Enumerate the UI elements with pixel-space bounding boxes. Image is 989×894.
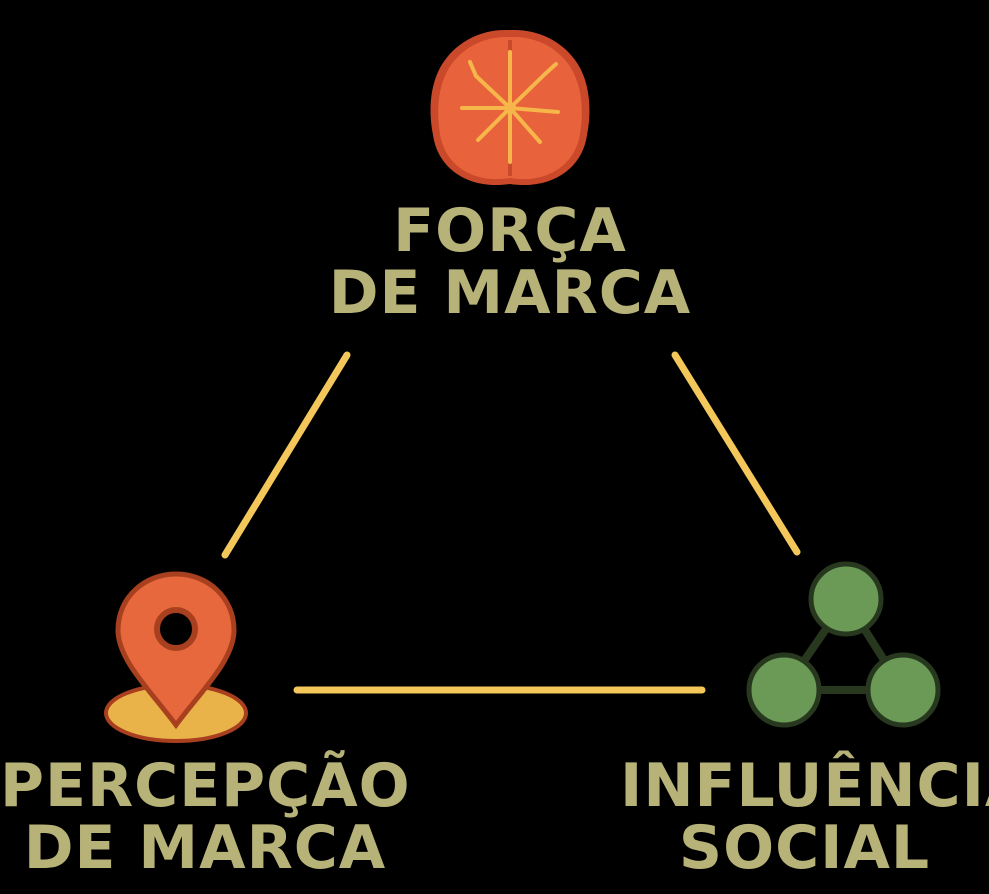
connectors: [221, 351, 801, 694]
network-node-top: [808, 561, 884, 637]
label-line-2: SOCIAL: [678, 813, 931, 883]
brain-icon: [430, 30, 590, 186]
label-line-1: INFLUÊNCIA: [620, 751, 989, 821]
network-node-right: [865, 652, 941, 728]
network-node-left: [746, 652, 822, 728]
node-label-influencia-social: INFLUÊNCIA SOCIAL: [620, 755, 989, 879]
label-line-2: DE MARCA: [23, 813, 387, 883]
node-label-forca-de-marca: FORÇA DE MARCA: [300, 200, 720, 324]
label-line-1: FORÇA: [393, 196, 627, 266]
label-line-1: PERCEPÇÃO: [0, 751, 411, 821]
connector-top-left: [221, 351, 351, 559]
connector-top-right: [671, 351, 801, 556]
label-line-2: DE MARCA: [328, 258, 692, 328]
network-icon: [746, 561, 941, 728]
location-pin-icon: [104, 571, 248, 743]
node-label-percepcao-de-marca: PERCEPÇÃO DE MARCA: [0, 755, 410, 879]
